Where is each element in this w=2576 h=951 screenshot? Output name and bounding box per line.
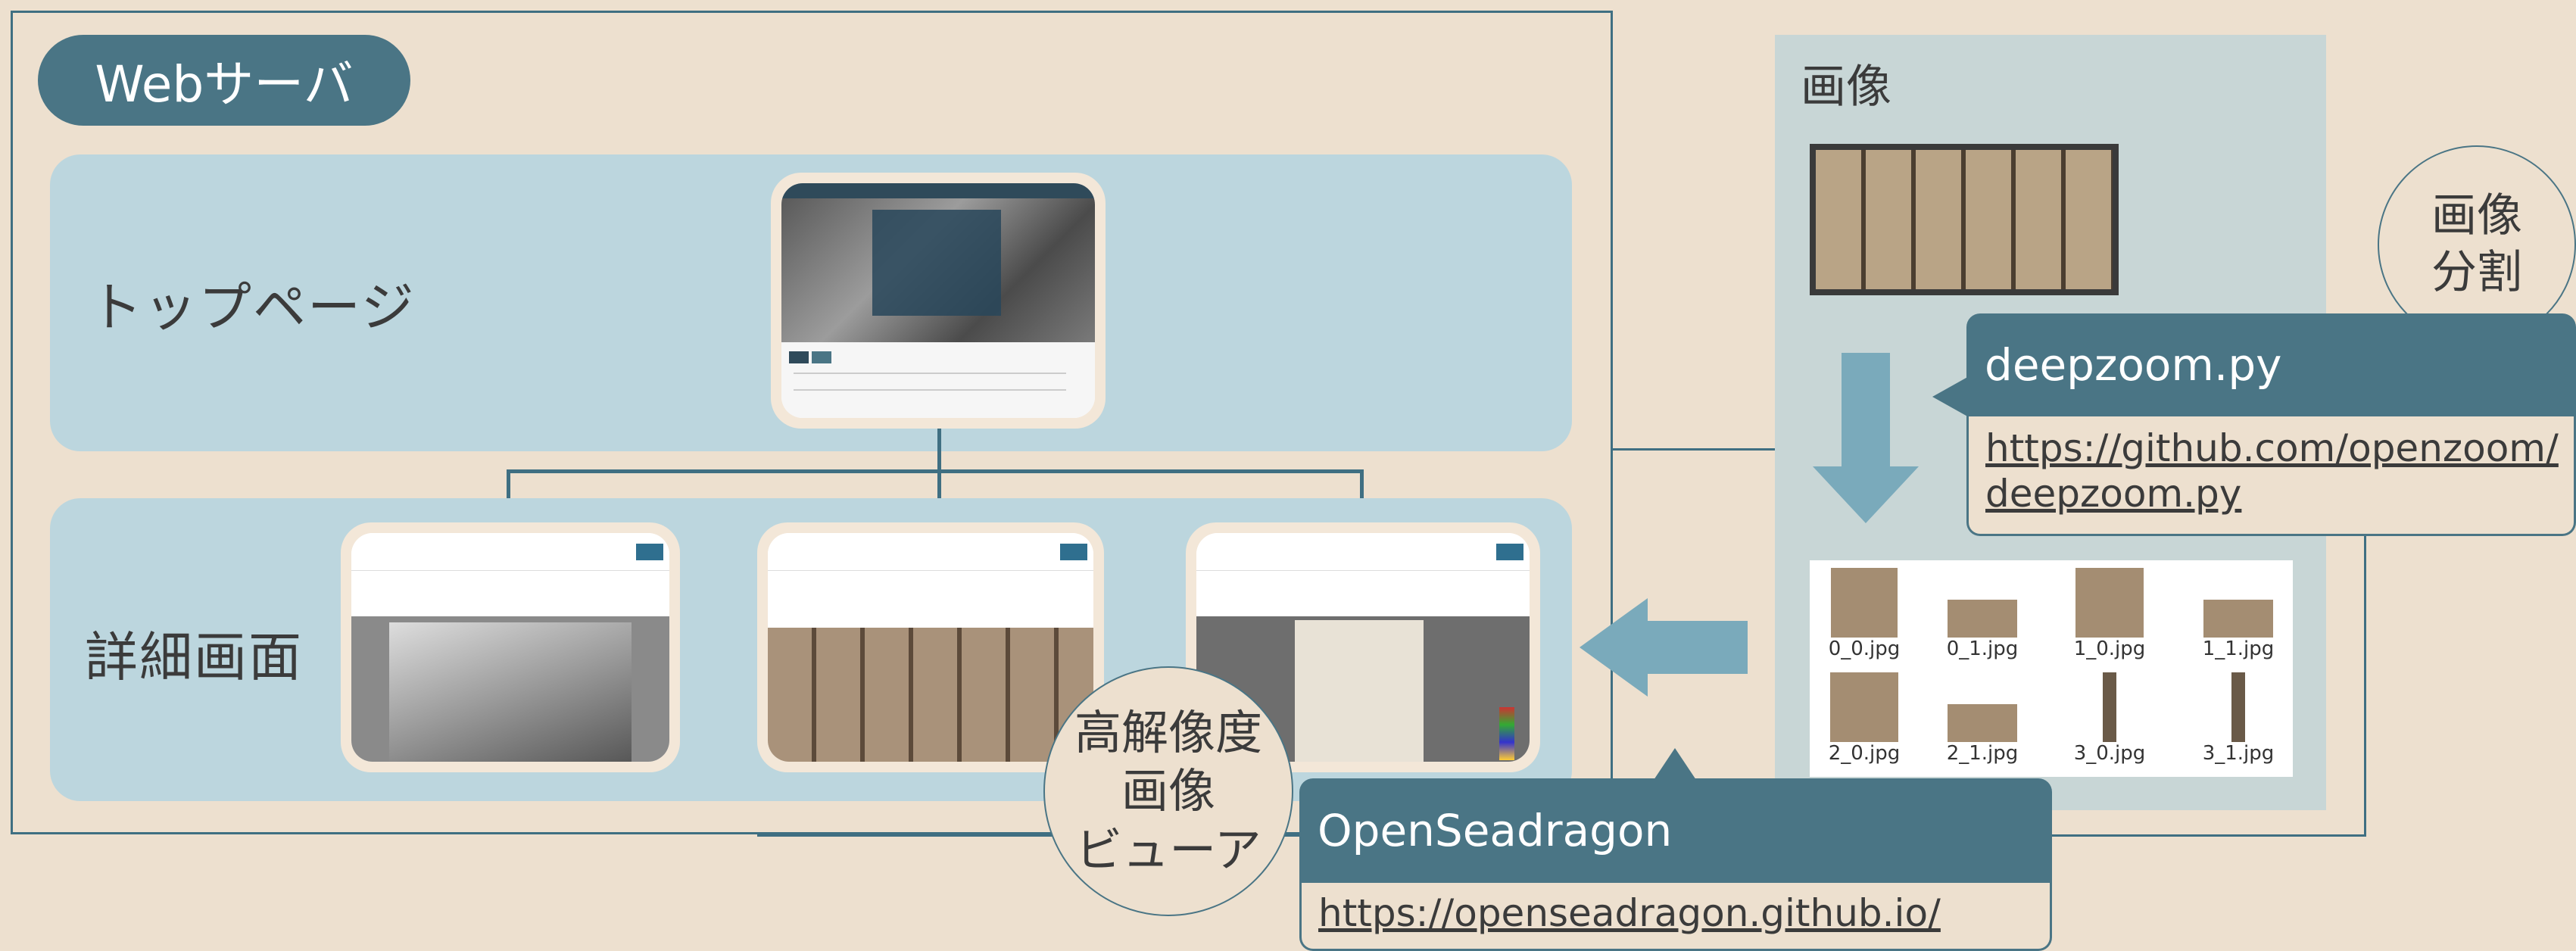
tile-grid: 0_0.jpg 0_1.jpg 1_0.jpg 1_1.jpg 2_0.jpg … xyxy=(1810,560,2293,777)
tile-label: 1_0.jpg xyxy=(2073,638,2146,660)
tile-label: 3_0.jpg xyxy=(2073,742,2146,765)
tile-label: 2_1.jpg xyxy=(1946,742,2019,765)
deepzoom-link-box: https://github.com/openzoom/ deepzoom.py xyxy=(1966,416,2576,536)
tree-branch xyxy=(507,469,1364,473)
tree-leaf-3 xyxy=(1360,469,1364,513)
source-image xyxy=(1810,144,2119,295)
viewer-line-1: 高解像度 xyxy=(1074,704,1262,760)
openseadragon-pointer-icon xyxy=(1654,748,1696,780)
image-split-circle: 画像分割 xyxy=(2378,145,2576,344)
detail-page-label: 詳細画面 xyxy=(85,626,303,688)
detail-screenshot-1 xyxy=(341,522,680,772)
tile-label: 0_0.jpg xyxy=(1828,638,1901,660)
openseadragon-link[interactable]: https://openseadragon.github.io/ xyxy=(1318,883,2050,943)
tile-label: 0_1.jpg xyxy=(1946,638,2019,660)
deepzoom-link[interactable]: https://github.com/openzoom/ deepzoom.py xyxy=(1985,416,2574,516)
detail-screenshot-2 xyxy=(757,522,1104,772)
tree-stem xyxy=(937,429,941,472)
viewer-line-3: ビューア xyxy=(1075,822,1261,878)
deepzoom-url-line-2: deepzoom.py xyxy=(1985,472,2242,516)
split-line-1: 画像 xyxy=(2431,189,2522,242)
left-arrow-icon xyxy=(1580,598,1748,697)
deepzoom-title: deepzoom.py xyxy=(1966,313,2576,416)
viewer-line-2: 画像 xyxy=(1121,763,1215,819)
tile-label: 3_1.jpg xyxy=(2202,742,2275,765)
deepzoom-pointer-icon xyxy=(1932,376,1970,418)
top-page-label: トップページ xyxy=(89,276,416,338)
down-arrow-icon xyxy=(1813,353,1919,523)
web-server-label: Webサーバ xyxy=(38,35,410,126)
image-section-label: 画像 xyxy=(1801,61,1891,114)
viewer-circle: 高解像度 画像 ビューア xyxy=(1043,666,1293,916)
frame-connector xyxy=(1611,11,1613,450)
tree-leaf-1 xyxy=(507,469,510,513)
openseadragon-link-box: https://openseadragon.github.io/ xyxy=(1299,883,2052,951)
split-line-2: 分割 xyxy=(2431,246,2522,299)
tile-label: 2_0.jpg xyxy=(1828,742,1901,765)
deepzoom-url-line-1: https://github.com/openzoom/ xyxy=(1985,426,2559,470)
openseadragon-url: https://openseadragon.github.io/ xyxy=(1318,891,1941,935)
outer-frame-right xyxy=(2364,318,2366,837)
tree-leaf-2 xyxy=(937,469,941,513)
tile-label: 1_1.jpg xyxy=(2202,638,2275,660)
openseadragon-title: OpenSeadragon xyxy=(1299,778,2052,883)
top-page-screenshot xyxy=(771,173,1106,429)
